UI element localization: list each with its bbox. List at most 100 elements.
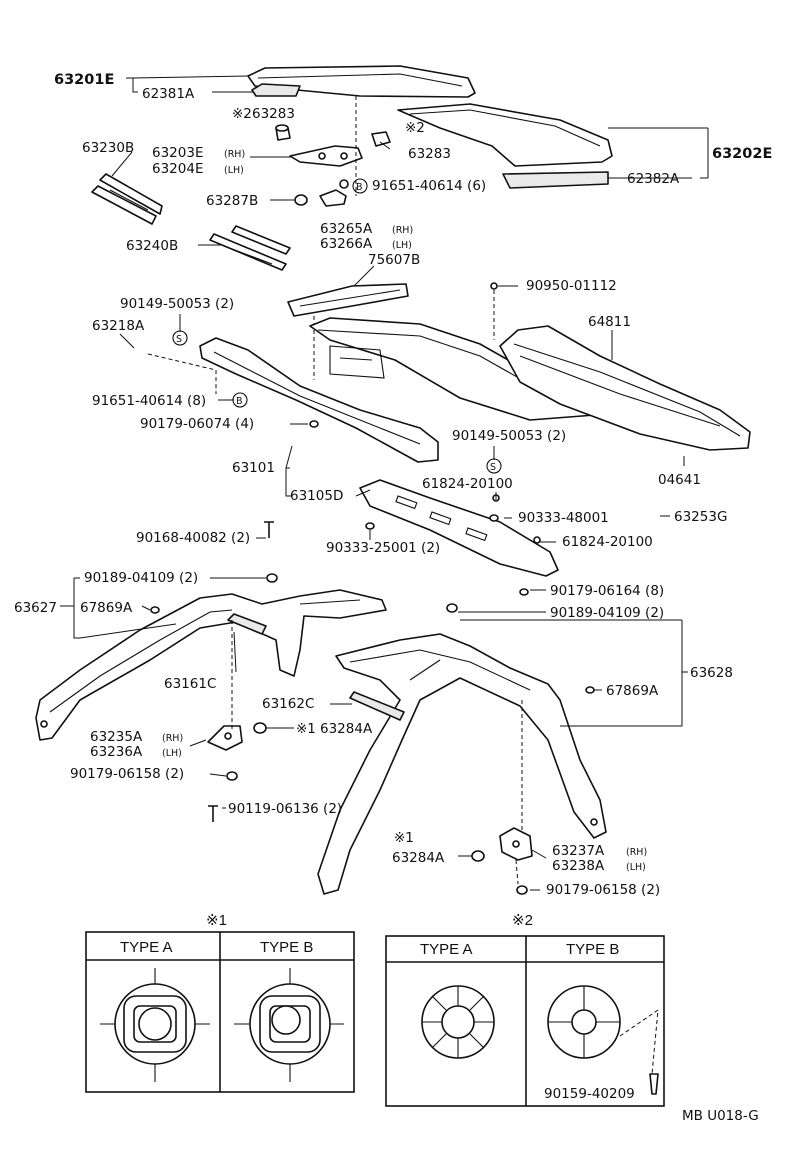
- s-mark-2: S: [490, 462, 496, 473]
- diagram-code: MB U018-G: [682, 1108, 759, 1124]
- roof-panel-rh[interactable]: [397, 103, 613, 189]
- hose-63253g[interactable]: [525, 458, 659, 518]
- label-90159-40209: 90159-40209: [544, 1086, 635, 1102]
- label-ref1-b: ※1: [394, 830, 414, 846]
- label-63235a: 63235A: [90, 729, 143, 745]
- label-90950-01112: 90950-01112: [526, 278, 617, 294]
- s-mark-1: S: [176, 334, 182, 345]
- labels-top: 63201E 62381A ※2 63283 ※2 63283 63202E 6…: [54, 72, 772, 254]
- label-ref1-a: ※1: [296, 721, 316, 737]
- label-lh-1: (LH): [224, 165, 244, 176]
- leader-lines: [60, 75, 709, 891]
- frame-63628[interactable]: [317, 633, 607, 895]
- detail-2-type-a-icon: [421, 985, 495, 1059]
- side-rail-63101[interactable]: [199, 337, 439, 463]
- striker-63265a[interactable]: [319, 179, 349, 207]
- label-rh-1: (RH): [224, 149, 245, 160]
- label-63202e: 63202E: [712, 146, 772, 162]
- label-91651-40614-6: 91651-40614 (6): [372, 178, 486, 194]
- label-90179-06074: 90179-06074 (4): [140, 416, 254, 432]
- label-63253g: 63253G: [674, 509, 727, 525]
- label-63240b: 63240B: [126, 238, 178, 254]
- label-90189-04109-b: 90189-04109 (2): [550, 605, 664, 621]
- label-63628: 63628: [690, 665, 733, 681]
- label-90149-50053-b: 90149-50053 (2): [452, 428, 566, 444]
- label-rh-4: (RH): [626, 847, 647, 858]
- lock-63235a[interactable]: [207, 725, 243, 751]
- label-rh-3: (RH): [162, 733, 183, 744]
- pin-63283-left-icon[interactable]: [275, 124, 291, 141]
- label-90179-06158-b: 90179-06158 (2): [546, 882, 660, 898]
- pad-63162c[interactable]: [349, 691, 405, 721]
- label-63283-b: 63283: [408, 146, 451, 162]
- detail-1-type-b-icon: [234, 968, 344, 1082]
- clip-icon-mid[interactable]: [309, 282, 541, 613]
- pin-63283-right-icon[interactable]: [371, 131, 391, 147]
- cushion-63287b-icon[interactable]: [294, 194, 308, 206]
- label-61824-20100-b: 61824-20100: [562, 534, 653, 550]
- label-63283-a: 63283: [252, 106, 295, 122]
- label-rh-2: (RH): [392, 225, 413, 236]
- label-lh-3: (LH): [162, 748, 182, 759]
- label-63284a-b: 63284A: [392, 850, 445, 866]
- label-61824-20100-a: 61824-20100: [422, 476, 513, 492]
- label-63287b: 63287B: [206, 193, 258, 209]
- label-63204e: 63204E: [152, 161, 203, 177]
- label-63237a: 63237A: [552, 843, 605, 859]
- roof-panel-lh[interactable]: [247, 65, 476, 98]
- detail-2-type-b-icon: [547, 985, 659, 1095]
- label-04641: 04641: [658, 472, 701, 488]
- frame-63627[interactable]: [35, 589, 387, 741]
- label-67869a-b: 67869A: [606, 683, 659, 699]
- detail-1-type-a: TYPE A: [120, 939, 173, 956]
- hose-63218a[interactable]: [58, 350, 139, 463]
- label-63236a: 63236A: [90, 744, 143, 760]
- bracket-63240b[interactable]: [209, 225, 291, 271]
- hinge-63203e[interactable]: [289, 145, 363, 167]
- rail-63105d[interactable]: [359, 479, 559, 577]
- labels-mid: 75607B 90950-01112 90149-50053 (2) S 632…: [84, 252, 727, 599]
- detail-1-type-a-icon: [100, 968, 210, 1082]
- label-90333-25001: 90333-25001 (2): [326, 540, 440, 556]
- detail-table-2: ※2 TYPE A TYPE B 90159-40209: [385, 912, 665, 1107]
- label-lh-2: (LH): [392, 240, 412, 251]
- label-62382a: 62382A: [627, 171, 680, 187]
- label-lh-4: (LH): [626, 862, 646, 873]
- label-90189-04109-a: 90189-04109 (2): [84, 570, 198, 586]
- label-63101: 63101: [232, 460, 275, 476]
- label-63627: 63627: [14, 600, 57, 616]
- detail-table-1: ※1 TYPE A TYPE B: [85, 912, 355, 1093]
- detail-1-ref: ※1: [206, 912, 227, 929]
- label-ref2-a: ※2: [232, 106, 252, 122]
- label-63162c: 63162C: [262, 696, 314, 712]
- label-63218a: 63218A: [92, 318, 145, 334]
- label-90179-06158-a: 90179-06158 (2): [70, 766, 184, 782]
- label-63105d: 63105D: [290, 488, 343, 504]
- label-63266a: 63266A: [320, 236, 373, 252]
- label-63284a-a: 63284A: [320, 721, 373, 737]
- bracket-63230b[interactable]: [91, 173, 163, 225]
- label-90168-40082: 90168-40082 (2): [136, 530, 250, 546]
- b-mark-2: B: [236, 396, 243, 407]
- label-91651-40614-8: 91651-40614 (8): [92, 393, 206, 409]
- label-63238a: 63238A: [552, 858, 605, 874]
- panel-64811[interactable]: [499, 325, 751, 451]
- label-63201e: 63201E: [54, 72, 114, 88]
- label-75607b: 75607B: [368, 252, 420, 268]
- label-90179-06164: 90179-06164 (8): [550, 583, 664, 599]
- label-63161c: 63161C: [164, 676, 216, 692]
- label-90149-50053-a: 90149-50053 (2): [120, 296, 234, 312]
- label-ref2-b: ※2: [405, 120, 425, 136]
- b-mark-1: B: [356, 182, 363, 193]
- detail-2-type-a: TYPE A: [420, 941, 473, 958]
- detail-1-type-b: TYPE B: [260, 939, 313, 956]
- label-63265a: 63265A: [320, 221, 373, 237]
- pad-63161c[interactable]: [227, 613, 267, 635]
- label-64811: 64811: [588, 314, 631, 330]
- label-63203e: 63203E: [152, 145, 203, 161]
- label-63230b: 63230B: [82, 140, 134, 156]
- lock-63237a[interactable]: [499, 827, 533, 861]
- stop-lamp-75607b[interactable]: [287, 283, 409, 317]
- labels-lower: 63627 67869A 90189-04109 (2) 63628 63161…: [14, 600, 733, 898]
